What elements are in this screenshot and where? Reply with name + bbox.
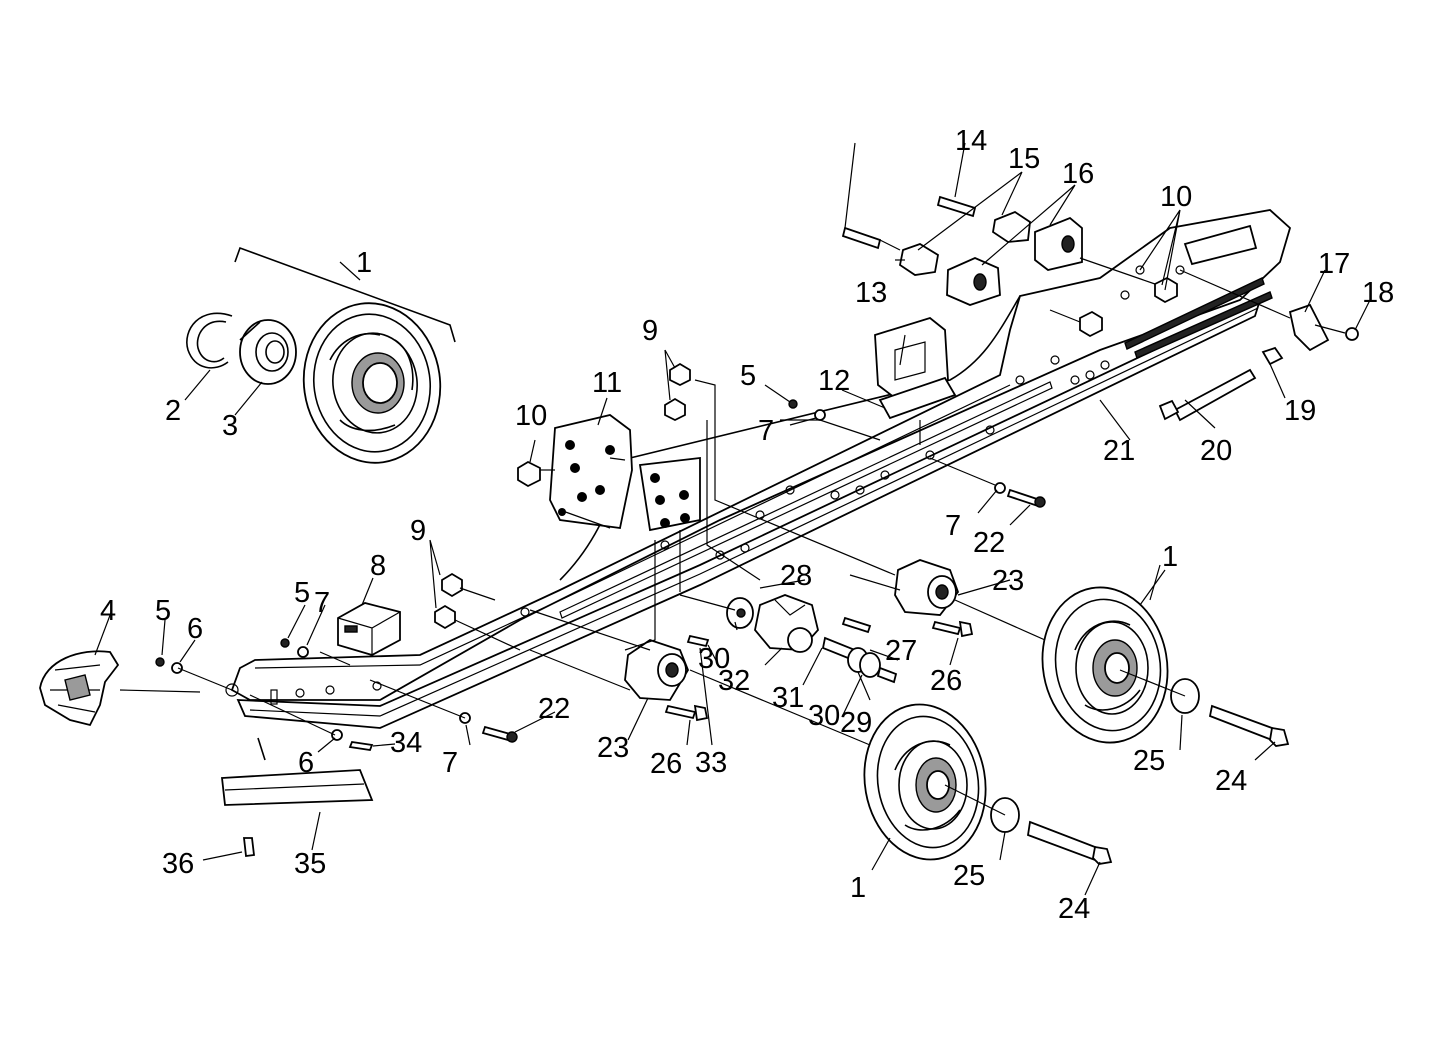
spring-assembly — [686, 594, 898, 684]
callout-8: 8 — [370, 550, 386, 582]
callout-35: 35 — [294, 848, 326, 880]
callout-7-d: 7 — [945, 510, 961, 542]
callout-21: 21 — [1103, 435, 1135, 467]
callout-20: 20 — [1200, 435, 1232, 467]
rail-tip-cap — [39, 650, 120, 727]
callout-31: 31 — [772, 682, 804, 714]
callout-34: 34 — [390, 727, 422, 759]
callout-12: 12 — [818, 365, 850, 397]
callout-25-a: 25 — [1133, 745, 1165, 777]
callout-23-b: 23 — [992, 565, 1024, 597]
callout-6-b: 6 — [298, 747, 314, 779]
mounting-plate — [549, 414, 701, 532]
callout-7-c: 7 — [758, 415, 774, 447]
callout-32: 32 — [718, 665, 750, 697]
stopper-bracket — [874, 316, 957, 420]
callout-36: 36 — [162, 848, 194, 880]
idler-wheel-bottom — [863, 703, 987, 861]
callout-7-a: 7 — [314, 587, 330, 619]
bumper-block — [337, 602, 401, 656]
callout-9-a: 9 — [410, 515, 426, 547]
callout-5-b: 5 — [294, 577, 310, 609]
callout-10-a: 10 — [515, 400, 547, 432]
idler-wheel-right — [1041, 586, 1169, 744]
callout-24-a: 24 — [1215, 765, 1247, 797]
callout-15: 15 — [1008, 143, 1040, 175]
small-hardware — [155, 276, 1178, 751]
wear-slide — [221, 737, 374, 858]
callout-27: 27 — [885, 635, 917, 667]
callout-10-b: 10 — [1160, 181, 1192, 213]
callout-1-bottom: 1 — [850, 872, 866, 904]
callout-22-b: 22 — [973, 527, 1005, 559]
callout-labels: 1 2 3 4 5 5 5 6 6 7 7 7 7 8 9 9 10 10 11… — [100, 125, 1394, 925]
callout-19: 19 — [1284, 395, 1316, 427]
callout-1-right: 1 — [1162, 541, 1178, 573]
callout-26-a: 26 — [650, 748, 682, 780]
callout-24-b: 24 — [1058, 893, 1090, 925]
callout-9-b: 9 — [642, 315, 658, 347]
callout-33: 33 — [695, 747, 727, 779]
callout-13: 13 — [855, 277, 887, 309]
leader-lines — [94, 142, 1371, 896]
callout-18: 18 — [1362, 277, 1394, 309]
pivot-arms — [624, 559, 974, 722]
axle-bolts — [990, 678, 1290, 865]
callout-17: 17 — [1318, 248, 1350, 280]
callout-30-b: 30 — [808, 700, 840, 732]
callout-25-b: 25 — [953, 860, 985, 892]
callout-3: 3 — [222, 410, 238, 442]
callout-22-a: 22 — [538, 693, 570, 725]
rear-small-parts — [1158, 303, 1359, 422]
callout-26-b: 26 — [930, 665, 962, 697]
callout-4: 4 — [100, 595, 116, 627]
callout-6-a: 6 — [187, 613, 203, 645]
slide-rail — [225, 209, 1292, 729]
callout-16: 16 — [1062, 158, 1094, 190]
callout-5-c: 5 — [740, 360, 756, 392]
idler-wheel-top — [186, 246, 456, 464]
callout-30-a: 30 — [698, 643, 730, 675]
callout-28: 28 — [780, 560, 812, 592]
callout-29: 29 — [840, 707, 872, 739]
callout-2: 2 — [165, 395, 181, 427]
callout-1-top: 1 — [356, 247, 372, 279]
callout-23-a: 23 — [597, 732, 629, 764]
callout-14: 14 — [955, 125, 987, 157]
callout-11: 11 — [592, 367, 622, 399]
shock-mount-parts — [841, 195, 1083, 306]
callout-5-a: 5 — [155, 595, 171, 627]
callout-7-b: 7 — [442, 747, 458, 779]
